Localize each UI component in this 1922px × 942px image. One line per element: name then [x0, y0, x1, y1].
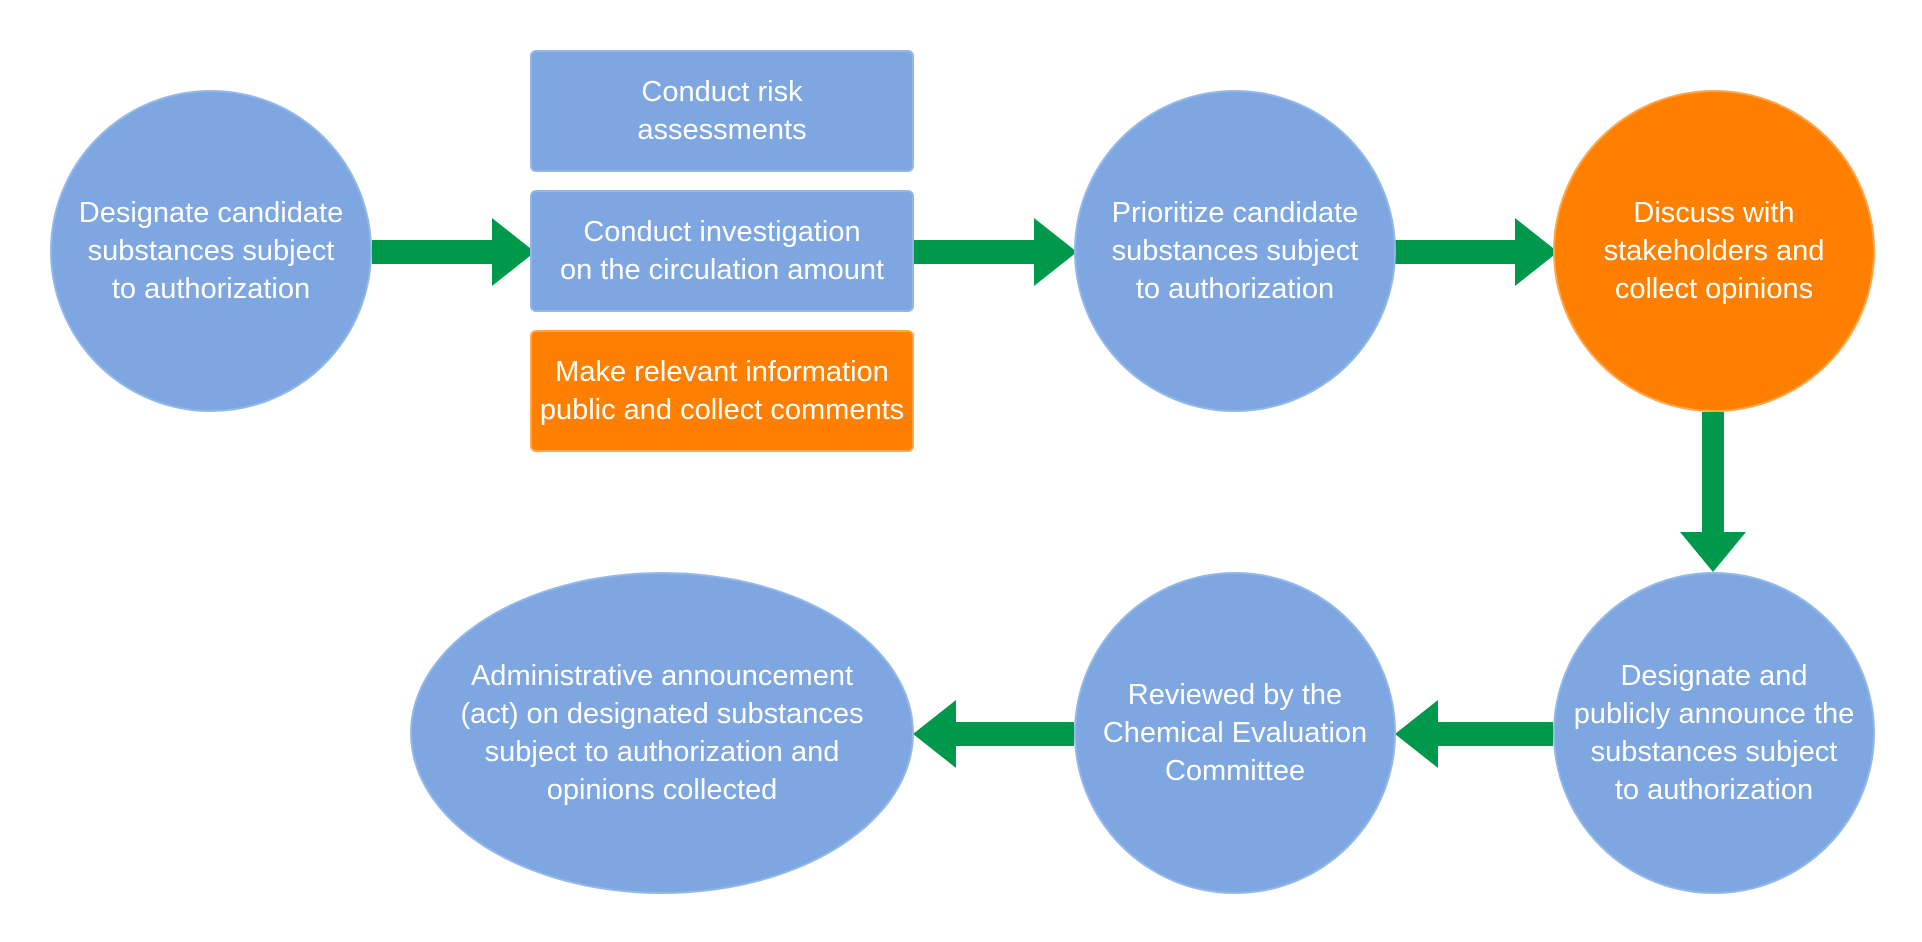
node-prioritize: Prioritize candidate substances subject … — [1074, 90, 1396, 412]
node-designate-candidate: Designate candidate substances subject t… — [50, 90, 372, 412]
node-investigation-label: Conduct investigation on the circulation… — [559, 216, 885, 286]
node-reviewed: Reviewed by the Chemical Evaluation Comm… — [1074, 572, 1396, 894]
arrow-reviewed-to-administrative — [913, 700, 1074, 768]
arrow-prioritize-to-discuss — [1395, 218, 1558, 286]
arrow-discuss-to-designate-announce — [1680, 412, 1746, 572]
arrow-designate-to-investigation — [372, 218, 535, 286]
node-risk-assessments: Conduct risk assessments — [530, 50, 914, 172]
node-administrative: Administrative announcement (act) on des… — [410, 572, 914, 894]
node-prioritize-label: Prioritize candidate substances subject … — [1111, 197, 1359, 305]
node-designate-announce: Designate and publicly announce the subs… — [1553, 572, 1875, 894]
node-make-public: Make relevant information public and col… — [530, 330, 914, 452]
node-discuss: Discuss with stakeholders and collect op… — [1553, 90, 1875, 412]
node-discuss-label: Discuss with stakeholders and collect op… — [1603, 197, 1825, 305]
node-designate-candidate-label: Designate candidate substances subject t… — [78, 197, 344, 305]
arrow-designate-announce-to-reviewed — [1395, 700, 1553, 768]
node-investigation: Conduct investigation on the circulation… — [530, 190, 914, 312]
node-make-public-label: Make relevant information public and col… — [539, 356, 905, 426]
node-risk-assessments-label: Conduct risk assessments — [637, 76, 807, 146]
node-administrative-label: Administrative announcement (act) on des… — [460, 660, 864, 806]
arrow-investigation-to-prioritize — [914, 218, 1077, 286]
node-reviewed-label: Reviewed by the Chemical Evaluation Comm… — [1102, 679, 1368, 787]
node-designate-announce-label: Designate and publicly announce the subs… — [1573, 660, 1855, 806]
